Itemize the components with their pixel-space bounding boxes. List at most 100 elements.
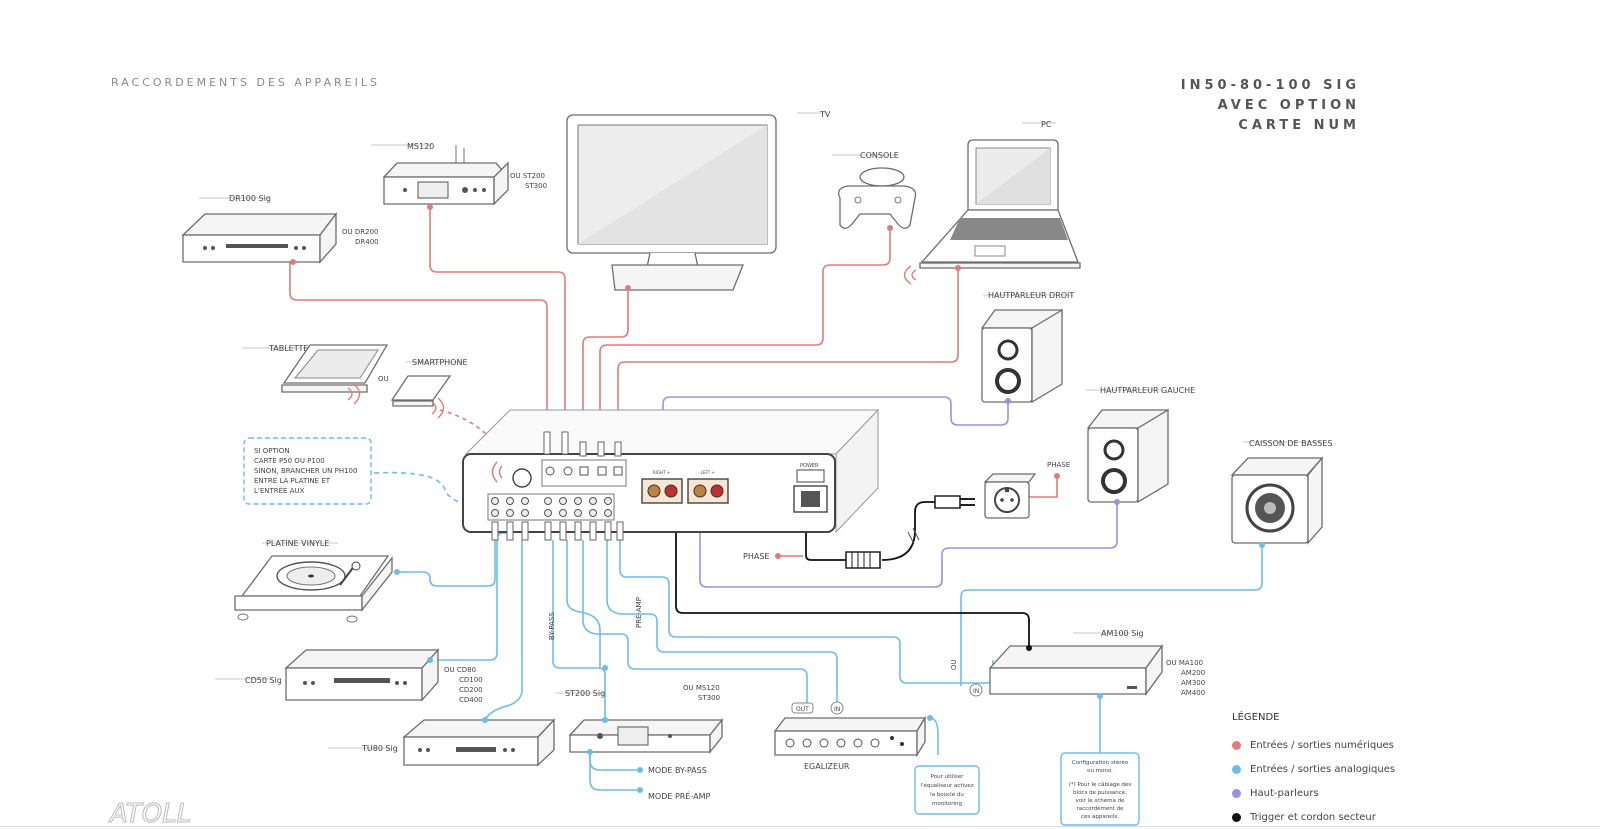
label-am-in: IN — [973, 688, 979, 695]
label-console: CONSOLE — [860, 151, 899, 160]
label-smartphone: SMARTPHONE — [412, 358, 468, 367]
speaker-right: HAUTPARLEUR DROIT — [980, 291, 1074, 404]
phono-note-line-4: ENTRE LA PLATINE ET — [254, 477, 331, 485]
eq-note-line-2: l'équaliseur activez — [920, 782, 973, 789]
config-note-line-6: voir le schéma de — [1076, 797, 1126, 804]
eq-note-line-1: Pour utiliser — [931, 774, 964, 780]
label-right-terminal: RIGHT + — [653, 470, 670, 475]
legend-item-analog: Entrées / sorties analogiques — [1232, 757, 1452, 781]
legend-item-trigger: Trigger et cordon secteur — [1232, 805, 1452, 829]
config-note-line-1: Configuration stéréo — [1072, 759, 1129, 766]
legend-swatch-trigger — [1232, 812, 1241, 822]
legend-label-trigger: Trigger et cordon secteur — [1250, 811, 1376, 823]
config-note-line-4: (*) Pour le câblage des — [1069, 781, 1132, 788]
legend-label-analog: Entrées / sorties analogiques — [1250, 763, 1396, 775]
model-title-line-3: CARTE NUM — [1238, 118, 1360, 133]
vinyl-turntable: PLATINE VINYLE — [234, 539, 400, 623]
model-title-line-2: AVEC OPTION — [1217, 98, 1360, 113]
label-ms120: MS120 — [407, 142, 434, 151]
model-title: IN50-80-100 SIG AVEC OPTION CARTE NUM — [1181, 76, 1360, 136]
am100-alt-3: AM300 — [1181, 679, 1205, 687]
tu80-tuner: TU80 Sig — [328, 717, 556, 767]
label-left-terminal: - LEFT + — [698, 470, 715, 475]
legend-item-speakers: Haut-parleurs — [1232, 781, 1452, 805]
legend-swatch-analog — [1232, 764, 1241, 774]
config-note-line-2: ou mono. — [1087, 768, 1113, 774]
eq-note-line-4: monitoring — [932, 801, 962, 807]
config-note-line-5: blocs de puissance, — [1073, 790, 1127, 796]
am100-alt-2: AM200 — [1181, 669, 1205, 677]
label-eq-in: IN — [834, 706, 840, 713]
am100-alt-4: AM400 — [1181, 689, 1205, 697]
trigger-and-power-cables — [675, 501, 1030, 648]
page-heading: RACCORDEMENTS DES APPAREILS — [111, 76, 380, 89]
eq-note-line-3: la boucle du — [930, 792, 964, 798]
label-mode-preamp: MODE PRÉ-AMP — [648, 790, 710, 801]
cd50-alt-4: CD400 — [459, 696, 483, 704]
label-cd50: CD50 Sig — [245, 676, 282, 685]
model-title-line-1: IN50-80-100 SIG — [1180, 78, 1360, 93]
legend-label-speakers: Haut-parleurs — [1250, 787, 1319, 799]
label-phase-socket: PHASE — [1047, 461, 1070, 469]
st200-alt-1: OU MS120 — [683, 684, 720, 692]
label-phase-amp: PHASE — [743, 552, 769, 561]
st200-alt-2: ST300 — [698, 694, 720, 702]
label-subwoofer: CAISSON DE BASSES — [1249, 439, 1332, 448]
label-mode-bypass: MODE BY-PASS — [648, 766, 707, 775]
equalizer-note: Pour utiliser l'équaliseur activez la bo… — [914, 765, 980, 815]
subwoofer: CAISSON DE BASSES — [1230, 439, 1332, 548]
ms120-streamer: MS120 OU ST200 ST300 — [371, 142, 547, 210]
laptop-pc: PC — [903, 120, 1081, 285]
cd50-alt-3: CD200 — [459, 686, 483, 694]
dr100-alt-1: OU DR200 — [342, 228, 378, 236]
label-speaker-right: HAUTPARLEUR DROIT — [988, 291, 1074, 300]
label-ou-tablet: OU — [378, 375, 389, 383]
label-dr100: DR100 Sig — [229, 194, 271, 203]
phono-note: SI OPTION CARTE P50 OU P100 SINON, BRANC… — [243, 437, 372, 505]
game-console: CONSOLE — [832, 151, 917, 231]
am100-alt-1: OU MA100 — [1166, 659, 1203, 667]
tablet-and-smartphone: TABLETTE OU SMARTPHONE — [242, 344, 468, 419]
config-note-line-8: ces appareils. — [1081, 814, 1119, 820]
analog-cables — [373, 471, 1263, 791]
label-power: POWER — [800, 463, 819, 469]
st200-streamer: ST200 Sig OU MS120 ST300 MODE BY-PASS MO… — [548, 597, 724, 801]
ms120-alt-1: OU ST200 — [510, 172, 545, 180]
tv: TV — [566, 110, 831, 291]
cd50-player: CD50 Sig OU CD80 CD100 CD200 CD400 — [215, 648, 483, 704]
label-vinyl: PLATINE VINYLE — [266, 539, 329, 548]
phono-note-line-3: SINON, BRANCHER UN PH100 — [254, 467, 357, 475]
speaker-left: HAUTPARLEUR GAUCHE — [1086, 386, 1195, 505]
label-tablette: TABLETTE — [268, 344, 308, 353]
label-ou-vertical: OU — [950, 659, 958, 670]
phono-note-line-2: CARTE P50 OU P100 — [254, 457, 325, 465]
integrated-amplifier: RIGHT + - LEFT + POWER — [462, 408, 880, 561]
legend-item-digital: Entrées / sorties numériques — [1232, 733, 1452, 757]
label-tu80: TU80 Sig — [361, 744, 398, 753]
equalizer: OUT IN EGALIZEUR — [773, 701, 933, 771]
legend-swatch-speakers — [1232, 788, 1241, 798]
label-bypass: BY-PASS — [548, 612, 556, 640]
legend-title: LÉGENDE — [1232, 712, 1280, 723]
label-preamp: PRÉ-AMP — [634, 597, 643, 628]
label-st200: ST200 Sig — [565, 689, 605, 698]
wall-socket: PHASE — [845, 461, 1070, 569]
configuration-note: Configuration stéréo ou mono. (*) Pour l… — [1060, 752, 1140, 826]
phono-note-line-1: SI OPTION — [254, 447, 290, 455]
legend: LÉGENDE Entrées / sorties numériques Ent… — [1232, 712, 1452, 829]
label-tv: TV — [819, 110, 831, 119]
config-note-line-7: raccordement de — [1076, 806, 1124, 812]
analog-rca-inputs — [487, 493, 615, 521]
label-pc: PC — [1041, 120, 1052, 129]
cd50-alt-1: OU CD80 — [444, 666, 476, 674]
label-equalizer: EGALIZEUR — [804, 762, 850, 771]
label-am100: AM100 Sig — [1101, 629, 1144, 638]
legend-label-digital: Entrées / sorties numériques — [1250, 739, 1394, 751]
phono-note-line-5: L'ENTRÉE AUX — [254, 486, 305, 495]
label-eq-out: OUT — [796, 706, 809, 713]
am100-power-amp: AM100 Sig IN OU OU MA100 AM200 AM300 AM4… — [950, 629, 1205, 699]
dr100-streamer: DR100 Sig OU DR200 DR400 — [181, 194, 379, 265]
dr100-alt-2: DR400 — [355, 238, 379, 246]
